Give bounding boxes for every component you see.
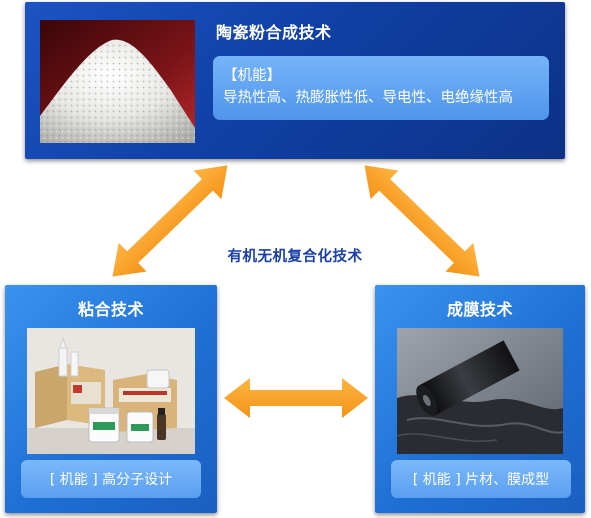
film-forming-box: 成膜技术: [375, 285, 585, 513]
function-text: 导热性高、热膨胀性低、导电性、电绝缘性高: [223, 90, 513, 106]
ceramic-powder-photo: [40, 20, 195, 143]
film-roll-photo: [397, 328, 563, 454]
ceramic-powder-function-panel: 【机能】 导热性高、热膨胀性低、导电性、电绝缘性高: [213, 56, 549, 120]
film-forming-function-panel: [ 机能 ] 片材、膜成型: [391, 460, 571, 498]
ceramic-powder-box: 陶瓷粉合成技术 【机能】 导热性高、热膨胀性低、导电性、电绝缘性高: [25, 2, 565, 159]
adhesion-box: 粘合技术 [ 机能 ] 高分子设计: [5, 285, 217, 513]
ceramic-powder-title: 陶瓷粉合成技术: [216, 23, 332, 42]
adhesive-products-photo: [27, 328, 195, 454]
center-label: 有机无机复合化技术: [227, 249, 363, 265]
arrow-top-right: [364, 165, 480, 277]
function-header: 【机能】: [223, 68, 281, 84]
adhesion-function-panel: [ 机能 ] 高分子设计: [21, 460, 201, 498]
arrow-top-left: [112, 165, 228, 277]
film-forming-title: 成膜技术: [446, 300, 513, 319]
adhesion-title: 粘合技术: [77, 300, 144, 319]
arrow-horizontal: [224, 378, 368, 418]
